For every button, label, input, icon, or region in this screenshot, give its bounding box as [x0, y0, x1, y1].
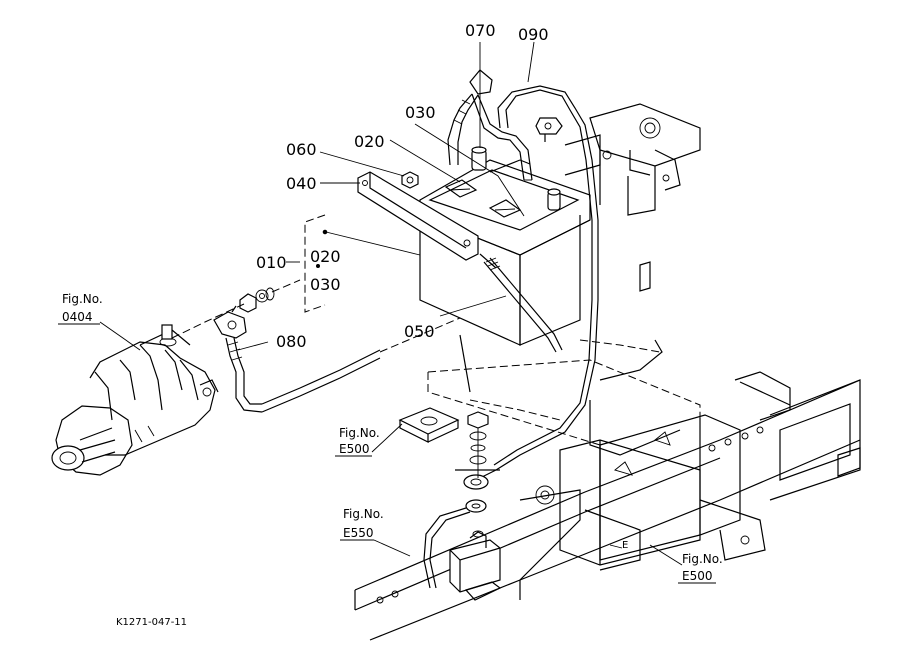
figref-0404[interactable]: Fig.No. 0404	[58, 292, 103, 325]
figref-e500-right-number: E500	[682, 569, 713, 583]
label-020: 020	[354, 132, 385, 151]
figref-e500-left-number: E500	[339, 442, 370, 456]
nut	[401, 171, 419, 189]
label-080: 080	[276, 332, 307, 351]
label-030-group: 030	[310, 275, 341, 294]
figref-0404-prefix: Fig.No.	[62, 292, 103, 306]
label-070: 070	[465, 21, 496, 40]
positive-cable	[447, 69, 533, 181]
part-labels: 070 090 030 060 020 040 010 020 030 080 …	[256, 21, 549, 351]
label-050: 050	[404, 322, 435, 341]
figref-e500-left-prefix: Fig.No.	[339, 426, 380, 440]
svg-text:E: E	[622, 540, 628, 551]
starter-motor	[51, 324, 219, 476]
figref-e500-right[interactable]: Fig.No. E500	[678, 552, 723, 584]
label-010: 010	[256, 253, 287, 272]
figref-e500-right-prefix: Fig.No.	[682, 552, 723, 566]
figref-e500-left[interactable]: Fig.No. E500	[335, 426, 380, 457]
figref-0404-number: 0404	[62, 310, 93, 324]
leader-lines	[99, 41, 683, 566]
label-090: 090	[518, 25, 549, 44]
figref-e550[interactable]: Fig.No. E550	[340, 507, 384, 541]
starter-terminal-hardware	[231, 287, 275, 313]
label-060: 060	[286, 140, 317, 159]
figref-e550-prefix: Fig.No.	[343, 507, 384, 521]
hold-down-bar	[357, 171, 479, 261]
hold-down-rod	[479, 253, 563, 353]
label-030: 030	[405, 103, 436, 122]
label-040: 040	[286, 174, 317, 193]
chassis-frame: E	[354, 334, 861, 641]
drawing-code: K1271-047-11	[116, 617, 187, 628]
ground-cable-lower	[423, 499, 502, 601]
label-020-group: 020	[310, 247, 341, 266]
mounting-plate-e500	[398, 407, 460, 443]
ground-bolt-stack	[455, 411, 500, 478]
figure-references: Fig.No. 0404 Fig.No. E500 Fig.No. E550 F…	[58, 292, 723, 584]
negative-cable	[463, 85, 599, 490]
starter-cable	[213, 311, 461, 413]
figref-e550-number: E550	[343, 526, 374, 540]
